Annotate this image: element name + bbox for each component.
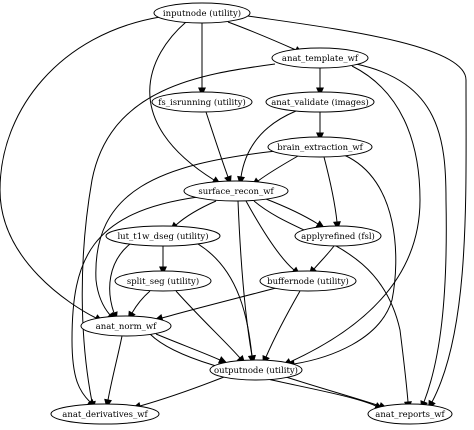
node-label: lut_t1w_dseg (utility) bbox=[117, 231, 208, 242]
edge-line bbox=[71, 196, 199, 403]
edge-surface_recon_wf-to-buffernode bbox=[245, 200, 301, 276]
edge-split_seg-to-outputnode bbox=[175, 290, 246, 365]
edge-line bbox=[253, 200, 409, 403]
node-shape bbox=[183, 180, 289, 202]
node-applyrefined[interactable]: applyrefined (fsl) bbox=[294, 225, 382, 247]
edge-line bbox=[289, 65, 421, 363]
node-anat-derivatives-wf[interactable]: anat_derivatives_wf bbox=[50, 403, 160, 425]
edge-inputnode-to-anat_reports_wf bbox=[247, 15, 467, 410]
edge-line bbox=[227, 21, 297, 51]
node-label: split_seg (utility) bbox=[127, 276, 199, 287]
edge-lut_t1w_dseg-to-outputnode bbox=[197, 243, 256, 365]
edge-line bbox=[245, 200, 295, 271]
node-lut-t1w-dseg[interactable]: lut_t1w_dseg (utility) bbox=[105, 225, 221, 247]
node-brain-extraction-wf[interactable]: brain_extraction_wf bbox=[267, 136, 373, 158]
edge-line bbox=[265, 290, 301, 358]
edge-line bbox=[139, 376, 225, 407]
node-shape bbox=[267, 136, 373, 158]
node-label: surface_recon_wf bbox=[198, 187, 274, 197]
node-shape bbox=[153, 2, 251, 24]
node-label: fs_isrunning (utility) bbox=[158, 97, 246, 108]
edge-surface_recon_wf-to-applyrefined bbox=[265, 198, 325, 229]
edge-lut_t1w_dseg-to-split_seg bbox=[159, 246, 167, 276]
node-label: inputnode (utility) bbox=[163, 8, 241, 19]
node-split-seg[interactable]: split_seg (utility) bbox=[114, 270, 212, 292]
node-buffernode[interactable]: buffernode (utility) bbox=[259, 270, 357, 292]
node-shape bbox=[105, 225, 221, 247]
edge-line bbox=[109, 243, 131, 314]
node-label: brain_extraction_wf bbox=[277, 143, 363, 153]
edge-line bbox=[95, 150, 277, 316]
edge-line bbox=[131, 290, 151, 314]
edge-line bbox=[155, 333, 221, 361]
arrowhead bbox=[217, 356, 228, 364]
edge-anat_norm_wf-to-anat_derivatives_wf bbox=[104, 335, 123, 409]
edge-line bbox=[285, 376, 381, 407]
node-shape bbox=[209, 359, 303, 381]
node-shape bbox=[271, 47, 369, 69]
node-anat-template-wf[interactable]: anat_template_wf bbox=[271, 47, 369, 69]
node-label: anat_validate (images) bbox=[271, 97, 369, 108]
edge-line bbox=[355, 63, 447, 403]
edge-anat_validate-to-brain_extraction_wf bbox=[316, 111, 324, 142]
node-label: anat_reports_wf bbox=[375, 410, 445, 420]
edge-buffernode-to-anat_norm_wf bbox=[154, 287, 277, 322]
edge-inputnode-to-fs_isrunning bbox=[198, 22, 206, 97]
edge-line bbox=[313, 245, 335, 270]
node-shape bbox=[367, 403, 453, 425]
edge-surface_recon_wf-to-outputnode bbox=[237, 200, 256, 365]
node-anat-validate[interactable]: anat_validate (images) bbox=[265, 91, 375, 113]
edge-brain_extraction_wf-to-applyrefined bbox=[323, 156, 341, 231]
edge-outputnode-to-anat_derivatives_wf bbox=[132, 376, 225, 410]
edge-line bbox=[247, 15, 467, 403]
node-shape bbox=[151, 91, 253, 113]
edge-line bbox=[161, 287, 277, 319]
edge-line bbox=[81, 63, 276, 403]
edges-layer bbox=[0, 15, 467, 411]
node-label: anat_norm_wf bbox=[96, 322, 158, 332]
node-shape bbox=[259, 270, 357, 292]
edge-brain_extraction_wf-to-surface_recon_wf bbox=[251, 155, 299, 186]
edge-line bbox=[175, 200, 217, 226]
edge-line bbox=[265, 198, 319, 225]
edge-line bbox=[240, 110, 297, 178]
node-label: anat_derivatives_wf bbox=[62, 410, 148, 420]
node-shape bbox=[80, 315, 172, 337]
edge-line bbox=[293, 154, 397, 365]
node-label: outputnode (utility) bbox=[214, 365, 298, 376]
node-shape bbox=[50, 403, 160, 425]
node-shape bbox=[294, 225, 382, 247]
edge-applyrefined-to-buffernode bbox=[308, 245, 335, 276]
edge-buffernode-to-outputnode bbox=[262, 290, 301, 365]
edge-line bbox=[175, 290, 241, 359]
edge-anat_norm_wf-to-outputnode bbox=[155, 333, 228, 364]
node-anat-reports-wf[interactable]: anat_reports_wf bbox=[367, 403, 453, 425]
edge-line bbox=[107, 335, 123, 401]
node-label: anat_template_wf bbox=[282, 54, 359, 64]
edge-line bbox=[237, 200, 253, 357]
node-outputnode[interactable]: outputnode (utility) bbox=[209, 359, 303, 381]
node-surface-recon-wf[interactable]: surface_recon_wf bbox=[183, 180, 289, 202]
node-fs-isrunning[interactable]: fs_isrunning (utility) bbox=[151, 91, 253, 113]
edge-line bbox=[323, 156, 338, 223]
edge-inputnode-to-anat_template_wf bbox=[227, 21, 304, 54]
edge-line bbox=[205, 111, 229, 178]
node-inputnode[interactable]: inputnode (utility) bbox=[153, 2, 251, 24]
node-shape bbox=[114, 270, 212, 292]
edge-fs_isrunning-to-surface_recon_wf bbox=[205, 111, 232, 185]
edge-brain_extraction_wf-to-outputnode bbox=[285, 154, 397, 368]
edge-anat_template_wf-to-anat_validate bbox=[316, 67, 324, 97]
node-anat-norm-wf[interactable]: anat_norm_wf bbox=[80, 315, 172, 337]
edge-line bbox=[197, 243, 253, 357]
node-label: buffernode (utility) bbox=[267, 276, 349, 287]
edge-surface_recon_wf-to-lut_t1w_dseg bbox=[169, 200, 217, 231]
node-label: applyrefined (fsl) bbox=[301, 231, 375, 242]
node-shape bbox=[265, 91, 375, 113]
edge-line bbox=[257, 155, 299, 182]
edge-line bbox=[149, 21, 215, 181]
nodes-layer: inputnode (utility) anat_template_wf fs_is… bbox=[50, 2, 453, 425]
edge-line bbox=[0, 16, 161, 319]
edge-split_seg-to-anat_norm_wf bbox=[127, 290, 151, 321]
